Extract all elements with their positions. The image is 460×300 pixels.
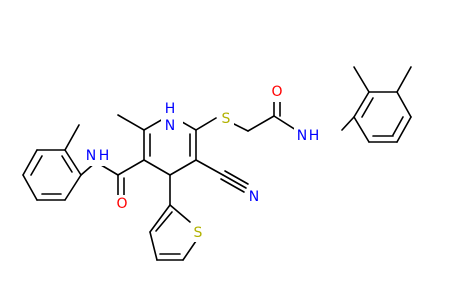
bond-methyl [117, 114, 145, 131]
bond-ring-c4-c3 [143, 159, 171, 176]
s-thiophene: S [194, 225, 203, 241]
bond-thio-2 [182, 240, 197, 261]
bond-c6-s [195, 117, 217, 131]
label-mask-nh-left [84, 146, 114, 166]
bond-thio-1 [169, 204, 191, 223]
bond-co-n [273, 115, 297, 131]
nh-ring-n: N [165, 118, 175, 134]
o-amide-right: O [271, 84, 282, 100]
bond-xylyl-4 [396, 116, 412, 143]
bond-cn-triple-3 [220, 178, 245, 193]
bond-xylyl-methyl-b [396, 66, 412, 93]
bond-tolyl-1-double [61, 155, 73, 173]
bond-tolyl-3-double [30, 155, 43, 176]
bond-xylyl-1-double [361, 97, 374, 118]
label-mask-o-right [270, 84, 284, 102]
nh-amide-left-h: H [99, 148, 110, 164]
bond-thio-5-double [155, 211, 173, 232]
bond-thio-4 [149, 231, 158, 261]
bond-ch2-co [247, 115, 275, 132]
atom-labels: H N N H O S O N H N S [84, 84, 322, 242]
label-mask-nh-ring [161, 105, 183, 137]
bond-ring-c5-c4 [169, 159, 197, 176]
bond-n-xylyl [341, 116, 355, 131]
s-thioether: S [222, 111, 231, 127]
bonds [22, 66, 412, 261]
nh-amide-right-h: H [309, 128, 320, 144]
o-amide-left: O [116, 196, 127, 212]
bond-tolyl-methyl [64, 124, 80, 151]
nh-amide-right-n: N [297, 128, 307, 144]
bond-c3-carbonyl [117, 159, 145, 176]
bond-xylyl-methyl-a [353, 66, 370, 93]
label-mask-o-left [115, 195, 129, 213]
bond-thio-5 [149, 204, 171, 233]
bond-xylyl-6 [353, 116, 370, 143]
label-mask-nh-right [294, 127, 322, 145]
bond-xylyl-1 [353, 91, 370, 118]
bond-s-ch2 [233, 123, 249, 132]
bond-xylyl-3-double [392, 116, 404, 136]
bond-tolyl-3 [22, 149, 38, 176]
bond-cn-triple-1 [222, 174, 247, 189]
bond-cn-triple-2 [224, 170, 249, 185]
bond-xylyl-3 [396, 91, 412, 118]
bond-c5-cn [195, 159, 224, 176]
bond-tolyl-6 [64, 174, 82, 201]
nh-amide-left-n: N [86, 148, 96, 164]
bond-tolyl-1 [64, 149, 82, 176]
bond-tolyl-4 [22, 174, 38, 201]
label-mask-n-nitrile [247, 188, 261, 206]
nh-ring-h: H [165, 101, 176, 117]
n-nitrile: N [249, 189, 259, 205]
label-mask-s-thiophene [190, 224, 206, 242]
label-mask-s-thioether [218, 110, 234, 128]
